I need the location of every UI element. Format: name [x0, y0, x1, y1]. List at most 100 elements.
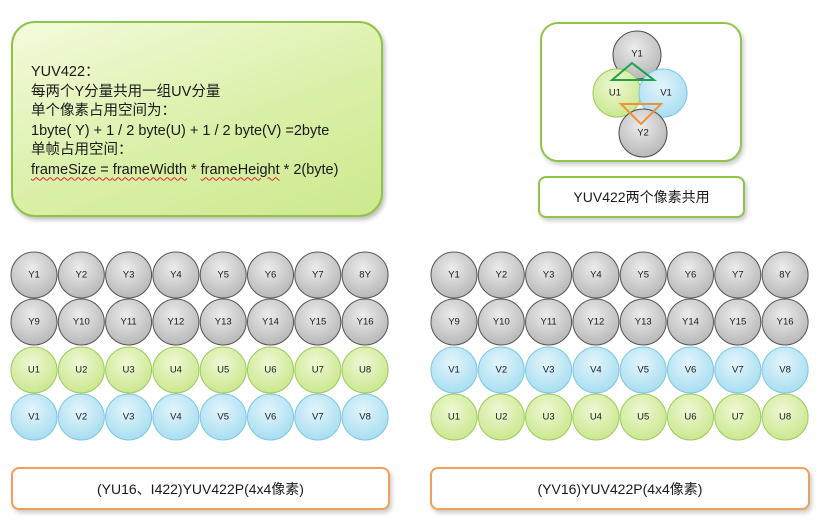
- right-pixel-label-y6: Y6: [685, 270, 697, 281]
- right-pixel-label-y13: Y13: [635, 317, 652, 328]
- info-box: YUV422： 每两个Y分量共用一组UV分量 单个像素占用空间为： 1byte(…: [11, 21, 383, 217]
- right-pixel-label-v3: V3: [543, 365, 555, 376]
- right-pixel-label-v5: V5: [637, 365, 649, 376]
- right-pixel-circle-y5: [619, 251, 667, 299]
- right-pixel-label-y1: Y1: [448, 270, 460, 281]
- left-pixel-circle-y15: [294, 298, 342, 346]
- info-line-4: 单帧占用空间：: [31, 142, 133, 158]
- share-y1-label: Y1: [631, 49, 643, 60]
- right-pixel-circle-y12: [572, 298, 620, 346]
- left-pixel-circle-y16: [341, 298, 389, 346]
- right-pixel-label-y7: Y7: [732, 270, 744, 281]
- share-caption: YUV422两个像素共用: [538, 176, 745, 218]
- right-pixel-label-y2: Y2: [495, 270, 507, 281]
- right-pixel-label-y3: Y3: [543, 270, 555, 281]
- left-pixel-circle-u6: [247, 346, 294, 394]
- info-line-2: 单个像素占用空间为：: [31, 103, 176, 119]
- formula-tail: * 2(byte): [279, 161, 339, 178]
- left-pixel-label-u2: U2: [75, 365, 87, 376]
- right-pixel-circle-v7: [714, 346, 762, 394]
- right-pixel-label-u6: U6: [684, 412, 696, 423]
- left-pixel-label-u6: U6: [264, 365, 276, 376]
- left-pixel-label-y6: Y6: [265, 270, 277, 281]
- left-pixel-circle-y2: [57, 251, 105, 299]
- right-pixel-label-y10: Y10: [493, 317, 510, 328]
- right-pixel-label-u8: U8: [779, 412, 791, 423]
- right-pixel-circle-y13: [619, 298, 667, 346]
- right-pixel-label-y15: Y15: [729, 317, 746, 328]
- left-pixel-circle-v8: [341, 393, 389, 441]
- left-pixel-circle-v2: [57, 393, 105, 441]
- right-pixel-label-u2: U2: [495, 412, 507, 423]
- right-pixel-circle-u2: [477, 393, 525, 441]
- share-v1-label: V1: [660, 88, 672, 99]
- share-diagram: Y1 U1 V1 Y2: [592, 30, 688, 158]
- right-pixel-circle-u4: [572, 393, 620, 441]
- left-pixel-label-u1: U1: [28, 365, 40, 376]
- right-pixel-label-v8: V8: [779, 365, 791, 376]
- right-pixel-circle-v4: [572, 346, 620, 394]
- left-pixel-circle-y5: [199, 251, 247, 299]
- left-pixel-label-y9: Y9: [28, 317, 40, 328]
- left-pixel-label-y4: Y4: [170, 270, 182, 281]
- left-grid-caption: (YU16、I422)YUV422P(4x4像素): [11, 467, 390, 510]
- right-pixel-circle-v3: [525, 346, 573, 394]
- left-pixel-label-v6: V6: [265, 412, 277, 423]
- right-pixel-label-y16: Y16: [777, 317, 794, 328]
- left-pixel-circle-y12: [152, 298, 200, 346]
- right-pixel-label-v1: V1: [448, 365, 460, 376]
- left-pixel-circle-y4: [152, 251, 200, 299]
- right-pixel-circle-u3: [525, 393, 573, 441]
- right-pixel-label-u4: U4: [590, 412, 602, 423]
- right-pixel-circle-v2: [477, 346, 525, 394]
- left-pixel-circle-u3: [105, 346, 153, 394]
- right-pixel-circle-u8: [761, 393, 809, 441]
- left-pixel-label-u3: U3: [123, 365, 135, 376]
- left-pixel-label-v5: V5: [217, 412, 229, 423]
- left-pixel-label-8y: 8Y: [359, 270, 371, 281]
- right-pixel-label-v7: V7: [732, 365, 744, 376]
- right-pixel-label-u5: U5: [637, 412, 649, 423]
- left-pixel-circle-y1: [10, 251, 58, 299]
- left-pixel-circle-u2: [57, 346, 105, 394]
- left-pixel-label-y2: Y2: [75, 270, 87, 281]
- right-pixel-circle-u1: [430, 393, 478, 441]
- left-pixel-circle-y3: [105, 251, 153, 299]
- right-grid-caption: (YV16)YUV422P(4x4像素): [430, 467, 810, 510]
- left-pixel-label-v4: V4: [170, 412, 182, 423]
- right-pixel-circle-y1: [430, 251, 478, 299]
- right-pixel-label-y5: Y5: [637, 270, 649, 281]
- left-pixel-label-v2: V2: [75, 412, 87, 423]
- left-pixel-circle-v3: [105, 393, 153, 441]
- left-pixel-label-y10: Y10: [73, 317, 90, 328]
- left-pixel-label-v3: V3: [123, 412, 135, 423]
- left-pixel-circle-v1: [10, 393, 58, 441]
- left-pixel-circle-u1: [10, 346, 58, 394]
- left-pixel-label-u8: U8: [359, 365, 371, 376]
- right-pixel-label-v2: V2: [495, 365, 507, 376]
- left-pixel-circle-8y: [341, 251, 389, 299]
- left-pixel-label-y16: Y16: [357, 317, 374, 328]
- left-pixel-circle-y14: [247, 298, 294, 346]
- left-pixel-label-v1: V1: [28, 412, 40, 423]
- right-pixel-label-v4: V4: [590, 365, 602, 376]
- left-pixel-label-y12: Y12: [167, 317, 184, 328]
- right-pixel-label-8y: 8Y: [779, 270, 791, 281]
- left-pixel-circle-u4: [152, 346, 200, 394]
- left-pixel-circle-y7: [294, 251, 342, 299]
- left-pixel-label-v8: V8: [359, 412, 371, 423]
- left-pixel-label-y3: Y3: [123, 270, 135, 281]
- info-title: YUV422：: [31, 64, 100, 80]
- right-pixel-circle-y3: [525, 251, 573, 299]
- right-pixel-circle-u7: [714, 393, 762, 441]
- left-pixel-circle-y11: [105, 298, 153, 346]
- left-pixel-label-y14: Y14: [262, 317, 279, 328]
- right-pixel-circle-y15: [714, 298, 762, 346]
- right-pixel-circle-v8: [761, 346, 809, 394]
- right-pixel-circle-y14: [667, 298, 714, 346]
- left-pixel-circle-v7: [294, 393, 342, 441]
- right-pixel-circle-y16: [761, 298, 809, 346]
